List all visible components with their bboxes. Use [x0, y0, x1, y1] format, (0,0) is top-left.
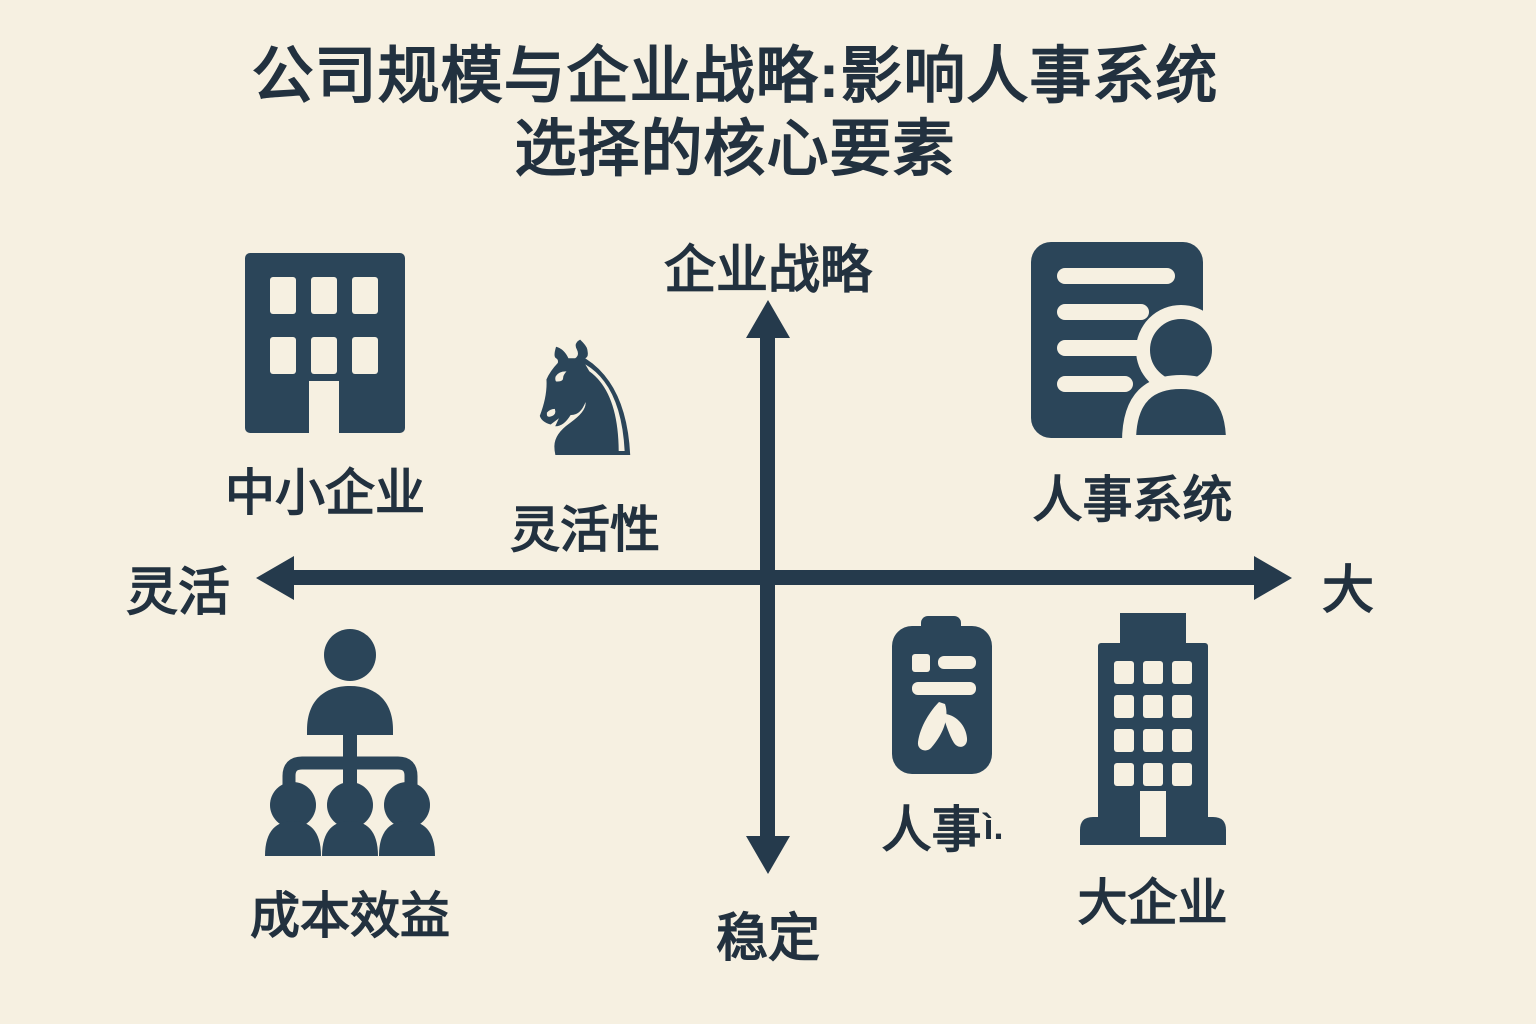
org-chart-icon — [265, 629, 435, 856]
quadrant-item-large-enterprise: 大企业 — [1065, 613, 1240, 935]
label-flexibility: 灵活性 — [510, 502, 660, 558]
label-sme: 中小企业 — [225, 465, 425, 521]
label-hr: 人事ì. — [881, 790, 1003, 862]
label-hr-system: 人事系统 — [1032, 472, 1233, 528]
quadrant-item-hr-card: 人事ì. — [835, 616, 1050, 862]
axis-label-right: 大 — [1322, 562, 1375, 620]
axis-arrow-down-icon — [746, 836, 790, 874]
title-line-2: 选择的核心要素 — [514, 115, 956, 185]
skyscraper-icon — [1079, 613, 1226, 845]
label-large-enterprise: 大企业 — [1077, 875, 1228, 931]
document-person-icon — [1030, 242, 1237, 442]
axis-label-left: 灵活 — [126, 564, 231, 622]
axis-arrow-left-icon — [256, 556, 294, 600]
chess-knight-icon: ♞ — [514, 309, 656, 493]
page-title: 公司规模与企业战略:影响人事系统 选择的核心要素 — [0, 40, 1470, 186]
label-cost-benefit: 成本效益 — [250, 888, 450, 944]
vertical-axis-line — [760, 330, 775, 844]
id-card-icon — [891, 616, 992, 774]
label-hr-garbled-suffix: ì. — [983, 806, 1004, 847]
label-hr-text: 人事 — [881, 802, 982, 858]
quadrant-item-hr-system: 人事系统 — [1015, 240, 1250, 532]
quadrant-item-cost-benefit: 成本效益 — [240, 628, 460, 948]
title-line-1: 公司规模与企业战略:影响人事系统 — [251, 42, 1219, 111]
quadrant-item-flexibility: ♞ 灵活性 — [480, 322, 690, 562]
axis-arrow-right-icon — [1254, 556, 1292, 600]
office-building-icon — [245, 253, 405, 433]
quadrant-item-sme: 中小企业 — [205, 253, 445, 525]
axis-label-top: 企业战略 — [663, 242, 872, 300]
axis-label-bottom: 稳定 — [715, 910, 820, 968]
axis-arrow-up-icon — [746, 300, 790, 338]
horizontal-axis-line — [290, 570, 1258, 585]
